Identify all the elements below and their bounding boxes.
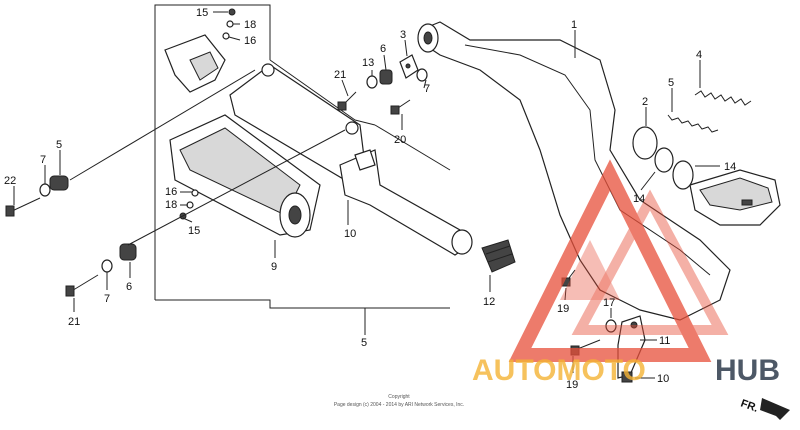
spring-5-lower bbox=[667, 114, 719, 133]
part-label: 13 bbox=[362, 57, 374, 69]
bolt-10 bbox=[621, 371, 633, 383]
washer-18-top bbox=[226, 20, 234, 28]
direction-arrow-icon bbox=[760, 398, 790, 420]
collar-7-upper-left bbox=[39, 183, 51, 197]
part-label: 14 bbox=[633, 193, 645, 205]
muffler-end-cap bbox=[164, 34, 226, 93]
assembly-bracket-4 bbox=[154, 4, 271, 60]
part-label: 10 bbox=[657, 373, 669, 385]
bolt-21-upper bbox=[337, 91, 357, 111]
copyright-line: Page design (c) 2004 - 2014 by ARI Netwo… bbox=[334, 402, 464, 408]
washer-16-top bbox=[222, 32, 230, 40]
part-label: 21 bbox=[334, 69, 346, 81]
part-label: 6 bbox=[380, 43, 386, 55]
copyright-title: Copyright bbox=[388, 394, 410, 400]
part-label: 9 bbox=[271, 261, 277, 273]
gasket-2 bbox=[632, 126, 658, 160]
leader-lines bbox=[13, 11, 720, 379]
stay-3 bbox=[399, 54, 419, 79]
muffler-body-8 bbox=[169, 114, 321, 238]
rubber-joint-12 bbox=[481, 239, 516, 273]
part-label: 15 bbox=[188, 225, 200, 237]
washer-16-mid bbox=[191, 189, 199, 197]
part-label: 20 bbox=[394, 134, 406, 146]
spring-5-upper bbox=[694, 90, 752, 106]
part-label: 12 bbox=[483, 296, 495, 308]
part-label: 4 bbox=[696, 49, 702, 61]
watermark-brand-left: AUTOMOTO bbox=[472, 354, 646, 387]
collar-7-right bbox=[416, 68, 428, 82]
part-label: 19 bbox=[566, 379, 578, 391]
part-label: 1 bbox=[571, 19, 577, 31]
part-label: 18 bbox=[165, 199, 177, 211]
part-label: 7 bbox=[104, 293, 110, 305]
watermark-logo bbox=[508, 159, 729, 362]
bolt-21-lower bbox=[65, 274, 99, 297]
collar-17 bbox=[605, 319, 617, 333]
part-label: 18 bbox=[244, 19, 256, 31]
grommet-6-lower-left bbox=[119, 243, 137, 261]
bolt-20 bbox=[390, 99, 411, 115]
part-label: 16 bbox=[244, 35, 256, 47]
direction-label: FR. bbox=[739, 398, 760, 415]
part-label: 5 bbox=[361, 337, 367, 349]
collar-7-lower-left bbox=[101, 259, 113, 273]
part-label: 14 bbox=[724, 161, 736, 173]
gasket-14-left bbox=[654, 147, 674, 173]
exhaust-flange-pipe bbox=[689, 169, 781, 226]
grommet-6-right bbox=[379, 69, 393, 85]
part-label: 5 bbox=[56, 139, 62, 151]
part-label: 6 bbox=[126, 281, 132, 293]
part-label: 17 bbox=[603, 297, 615, 309]
collar-13 bbox=[366, 75, 378, 89]
screw-15-top bbox=[228, 8, 236, 16]
grommet-6-upper-left bbox=[49, 175, 69, 191]
part-label: 10 bbox=[344, 228, 356, 240]
part-label: 7 bbox=[40, 154, 46, 166]
watermark-brand-right: HUB bbox=[715, 354, 780, 387]
gasket-14-right bbox=[672, 160, 694, 190]
part-label: 7 bbox=[424, 83, 430, 95]
part-label: 19 bbox=[557, 303, 569, 315]
part-label: 5 bbox=[668, 77, 674, 89]
part-label: 22 bbox=[4, 175, 16, 187]
part-label: 11 bbox=[659, 335, 670, 347]
part-labels: 15 18 16 21 13 6 3 7 20 1 4 5 2 14 14 22… bbox=[4, 7, 736, 391]
part-label: 2 bbox=[642, 96, 648, 108]
bolt-22 bbox=[5, 197, 41, 217]
front-direction-indicator: FR. bbox=[739, 398, 790, 420]
part-label: 16 bbox=[165, 186, 177, 198]
part-label: 3 bbox=[400, 29, 406, 41]
muffler-joint-pipe-9 bbox=[339, 149, 473, 256]
part-label: 21 bbox=[68, 316, 80, 328]
part-label: 15 bbox=[196, 7, 208, 19]
